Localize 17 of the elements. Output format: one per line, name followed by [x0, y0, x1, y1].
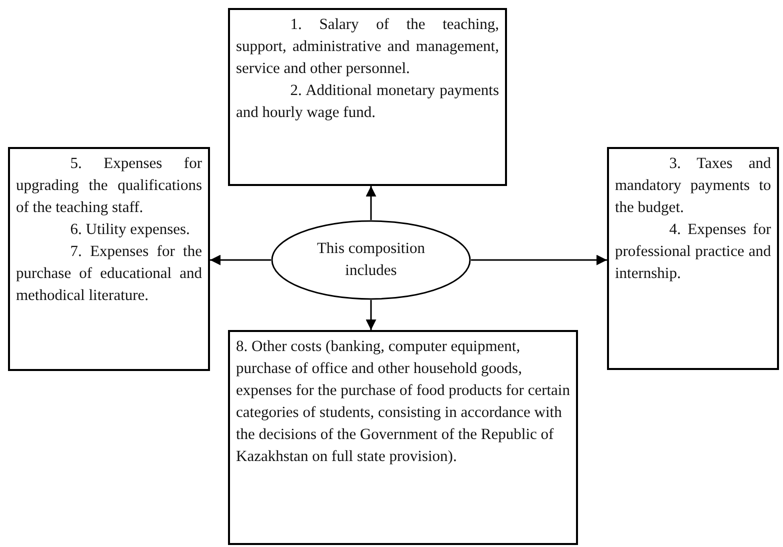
arrow	[366, 186, 376, 220]
node-text: 8. Other costs (banking, computer equipment, purchase of office and other household goods, expenses for the purchase of food products for certain categories of students, consisting in accordance with the decisions of the Government of the Republic of Kazakhstan on full state provision).	[236, 337, 570, 467]
node-text: 3. Taxes and mandatory payments to the budget.	[615, 154, 771, 218]
node-text: 5. Expenses for upgrading the qualifications of the teaching staff.	[16, 154, 202, 218]
text-box	[607, 147, 779, 370]
node-text: 4. Expenses for professional practice and internship.	[615, 220, 771, 284]
node-text: 6. Utility expenses.	[69, 220, 191, 240]
node-text: This composition includes	[316, 239, 426, 281]
node-text: 7. Expenses for the purchase of educational and methodical literature.	[16, 242, 202, 306]
arrow	[366, 300, 376, 330]
text-box	[228, 8, 507, 186]
text-box	[8, 147, 210, 371]
node-text: 1. Salary of the teaching, support, administrative and management, service and other personnel.	[236, 15, 499, 79]
arrow	[210, 254, 271, 266]
arrow	[471, 254, 607, 266]
text-box	[228, 330, 578, 545]
node-text: 2. Additional monetary payments and hourly wage fund.	[236, 81, 499, 123]
